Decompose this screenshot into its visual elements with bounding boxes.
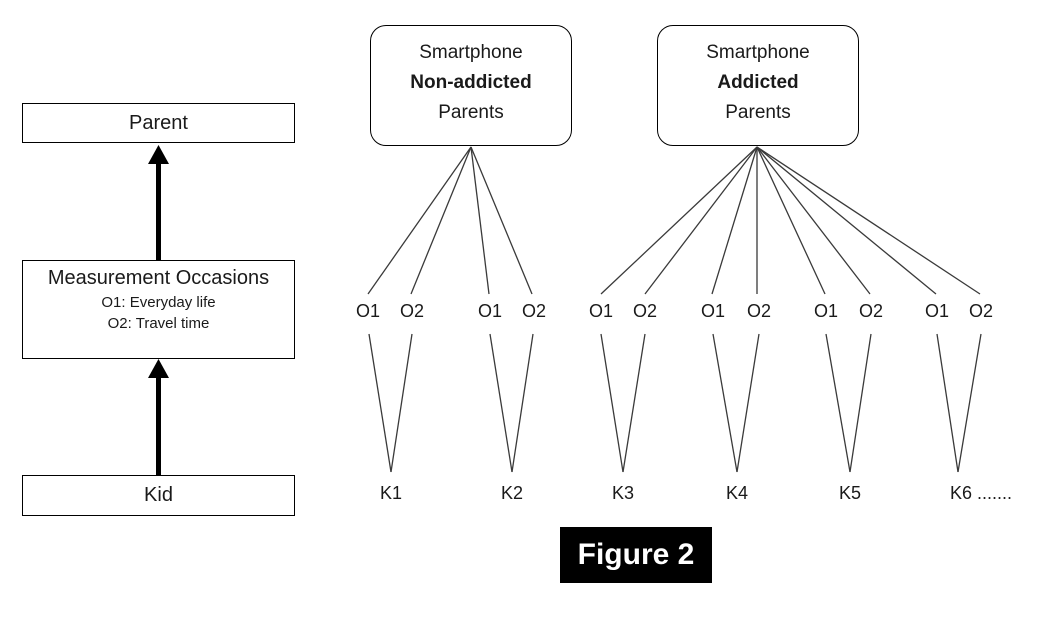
occasion-label-k2-o2: O2 — [521, 301, 547, 321]
occasion-label-k6-o1: O1 — [924, 301, 950, 321]
addicted-line-3: Parents — [725, 102, 791, 123]
kid-label-k3: K3 — [611, 483, 635, 503]
occasion-label-k3-o2: O2 — [632, 301, 658, 321]
occasion-label-k5-o2: O2 — [858, 301, 884, 321]
kid-label-k1: K1 — [379, 483, 403, 503]
occasion-label-k1-o1: O1 — [355, 301, 381, 321]
arrow-kid-to-measurement — [148, 359, 169, 475]
kid-box-label: Kid — [144, 484, 173, 506]
non-addicted-line-2: Non-addicted — [410, 72, 532, 93]
occasion-label-k6-o2: O2 — [968, 301, 994, 321]
kid-label-k5: K5 — [838, 483, 862, 503]
non-addicted-line-3: Parents — [438, 102, 504, 123]
measurement-o1-definition: O1: Everyday life — [101, 294, 216, 311]
occasion-label-k1-o2: O2 — [399, 301, 425, 321]
occasion-label-k4-o2: O2 — [746, 301, 772, 321]
occasion-label-k5-o1: O1 — [813, 301, 839, 321]
converge-lines-kids — [368, 333, 982, 473]
non-addicted-line-1: Smartphone — [419, 42, 523, 63]
measurement-occasions-title: Measurement Occasions — [47, 267, 270, 289]
parent-box: Parent — [22, 103, 295, 143]
addicted-parents-box: Smartphone Addicted Parents — [657, 25, 859, 146]
measurement-occasions-box: Measurement Occasions O1: Everyday life … — [22, 260, 295, 359]
addicted-line-1: Smartphone — [706, 42, 810, 63]
parent-box-label: Parent — [129, 111, 188, 134]
occasion-label-k4-o1: O1 — [700, 301, 726, 321]
kid-box: Kid — [22, 475, 295, 516]
non-addicted-parents-box: Smartphone Non-addicted Parents — [370, 25, 572, 146]
fan-lines-addicted — [600, 146, 981, 295]
occasion-label-k3-o1: O1 — [588, 301, 614, 321]
addicted-line-2: Addicted — [717, 72, 799, 93]
figure-caption-text: Figure 2 — [577, 538, 695, 571]
kid-label-k4: K4 — [725, 483, 749, 503]
figure-caption-box: Figure 2 — [560, 527, 712, 583]
occasion-label-k2-o1: O1 — [477, 301, 503, 321]
fan-lines-non-addicted — [367, 146, 533, 295]
measurement-o2-definition: O2: Travel time — [107, 315, 210, 332]
kid-label-k6: K6 ....... — [949, 483, 1013, 503]
kid-label-k2: K2 — [500, 483, 524, 503]
arrow-measurement-to-parent — [148, 145, 169, 260]
